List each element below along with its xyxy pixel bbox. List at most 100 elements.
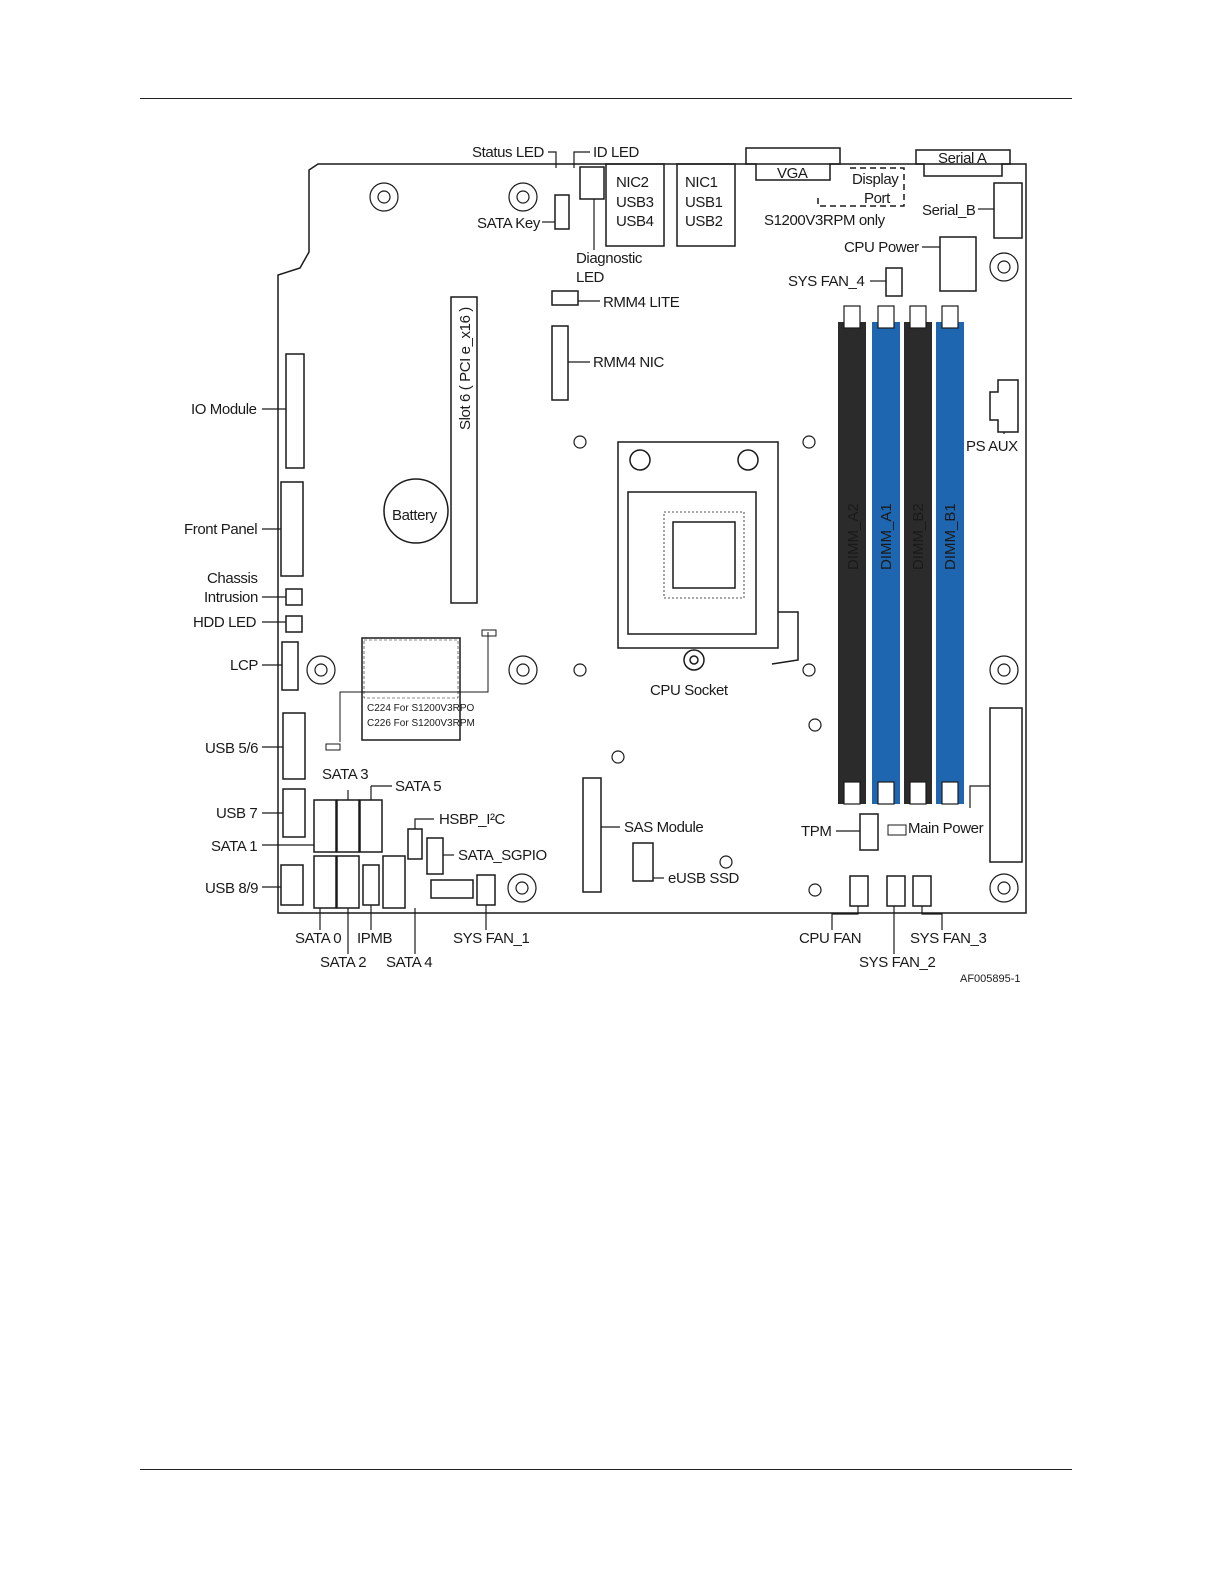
label-rmm4-nic: RMM4 NIC bbox=[593, 354, 665, 371]
label-usb89: USB 8/9 bbox=[205, 880, 258, 897]
label-usb4: USB4 bbox=[616, 213, 654, 230]
sata-sgpio-header bbox=[426, 837, 444, 875]
dimm-slot-b2 bbox=[904, 305, 932, 805]
label-chassis: Chassis bbox=[207, 570, 258, 587]
leader-lines bbox=[262, 151, 1005, 954]
board-outline bbox=[277, 163, 1027, 914]
cpu-power-connector bbox=[939, 236, 977, 292]
sys-fan-3-header bbox=[912, 875, 932, 907]
label-sys-fan-1: SYS FAN_1 bbox=[453, 930, 529, 947]
label-serial-b: Serial_B bbox=[922, 202, 976, 219]
label-dimm-a1: DIMM_A1 bbox=[878, 503, 895, 570]
label-tpm: TPM bbox=[801, 823, 831, 840]
eusb-ssd-header bbox=[632, 842, 654, 882]
cpu-fan-header bbox=[849, 875, 869, 907]
label-sata2: SATA 2 bbox=[320, 954, 366, 971]
serial-b-header bbox=[993, 182, 1023, 239]
hdd-led-header bbox=[285, 615, 303, 633]
label-id-led: ID LED bbox=[593, 144, 640, 161]
label-hdd-led: HDD LED bbox=[193, 614, 257, 631]
sas-module-connector bbox=[582, 777, 602, 893]
footer-rule bbox=[140, 1469, 1072, 1470]
label-status-led: Status LED bbox=[472, 144, 544, 161]
sys-fan-1-header bbox=[476, 874, 496, 906]
label-nic2: NIC2 bbox=[616, 174, 649, 191]
label-usb1: USB1 bbox=[685, 194, 723, 211]
sys-fan-4-header bbox=[885, 267, 903, 297]
usb89-header bbox=[280, 864, 304, 906]
jumper-block bbox=[430, 879, 474, 899]
label-usb7: USB 7 bbox=[216, 805, 257, 822]
cpu-socket bbox=[617, 441, 779, 649]
label-sys-fan-2: SYS FAN_2 bbox=[859, 954, 935, 971]
label-display: Display bbox=[852, 171, 899, 188]
label-serial-a: Serial A bbox=[938, 150, 987, 167]
label-lcp: LCP bbox=[230, 657, 258, 674]
label-slot6: Slot 6 ( PCI e_x16 ) bbox=[457, 307, 474, 430]
label-dimm-b2: DIMM_B2 bbox=[910, 503, 927, 570]
label-ps-aux: PS AUX bbox=[966, 438, 1018, 455]
label-c226: C226 For S1200V3RPM bbox=[367, 718, 475, 729]
label-sata-key: SATA Key bbox=[477, 215, 541, 232]
label-ipmb: IPMB bbox=[357, 930, 392, 947]
label-sata-sgpio: SATA_SGPIO bbox=[458, 847, 547, 864]
lcp-header bbox=[281, 641, 299, 691]
label-sata0: SATA 0 bbox=[295, 930, 341, 947]
label-battery: Battery bbox=[392, 507, 438, 524]
label-usb2: USB2 bbox=[685, 213, 723, 230]
io-module-connector bbox=[285, 353, 305, 469]
vga-port bbox=[745, 147, 841, 181]
label-vga: VGA bbox=[777, 165, 808, 182]
label-c224: C224 For S1200V3RPO bbox=[367, 703, 475, 714]
label-io-module: IO Module bbox=[191, 401, 257, 418]
label-port: Port bbox=[864, 190, 891, 207]
label-s1200-only: S1200V3RPM only bbox=[764, 212, 886, 229]
header-rule bbox=[140, 98, 1072, 99]
label-sata1: SATA 1 bbox=[211, 838, 257, 855]
rmm4-nic-connector bbox=[551, 325, 569, 401]
diagnostic-led-block bbox=[579, 166, 605, 200]
label-sata4: SATA 4 bbox=[386, 954, 432, 971]
label-dimm-a2: DIMM_A2 bbox=[845, 503, 862, 570]
battery-holder bbox=[383, 478, 449, 544]
rmm4-lite-connector bbox=[551, 290, 579, 306]
label-eusb-ssd: eUSB SSD bbox=[668, 870, 740, 887]
mounting-holes bbox=[306, 182, 1019, 903]
label-dimm-b1: DIMM_B1 bbox=[942, 503, 959, 570]
label-diagnostic: Diagnostic bbox=[576, 250, 643, 267]
sata0-connector bbox=[313, 855, 337, 909]
label-nic1: NIC1 bbox=[685, 174, 718, 191]
label-intrusion: Intrusion bbox=[204, 589, 258, 606]
sata-key-header bbox=[554, 194, 570, 230]
label-hsbp: HSBP_I²C bbox=[439, 811, 506, 828]
chipset bbox=[361, 637, 461, 741]
ps-aux-connector bbox=[989, 379, 1019, 433]
sata4-connector bbox=[382, 855, 406, 909]
main-power-connector bbox=[989, 707, 1023, 863]
tpm-header bbox=[859, 813, 879, 851]
label-rmm4-lite: RMM4 LITE bbox=[603, 294, 680, 311]
sata5-connector bbox=[359, 799, 383, 853]
label-cpu-socket: CPU Socket bbox=[650, 682, 729, 699]
sata1-connector bbox=[313, 799, 337, 853]
nic1-port bbox=[676, 163, 736, 247]
sata3-connector bbox=[336, 799, 360, 853]
display-port-outline bbox=[817, 167, 905, 207]
ipmb-header bbox=[362, 864, 380, 906]
label-sys-fan-4: SYS FAN_4 bbox=[788, 273, 864, 290]
serial-a-port bbox=[915, 149, 1011, 177]
hsbp-header bbox=[407, 828, 423, 860]
dimm-slot-a1 bbox=[872, 305, 900, 805]
dimm-slot-a2 bbox=[838, 305, 866, 805]
label-usb56: USB 5/6 bbox=[205, 740, 258, 757]
pcie-slot-6 bbox=[450, 296, 478, 604]
dimm-slot-b1 bbox=[936, 305, 964, 805]
label-sata5: SATA 5 bbox=[395, 778, 441, 795]
usb7-connector bbox=[282, 788, 306, 838]
sata2-connector bbox=[336, 855, 360, 909]
label-usb3: USB3 bbox=[616, 194, 654, 211]
nic2-port bbox=[605, 163, 665, 247]
label-front-panel: Front Panel bbox=[184, 521, 257, 538]
label-sata3: SATA 3 bbox=[322, 766, 368, 783]
